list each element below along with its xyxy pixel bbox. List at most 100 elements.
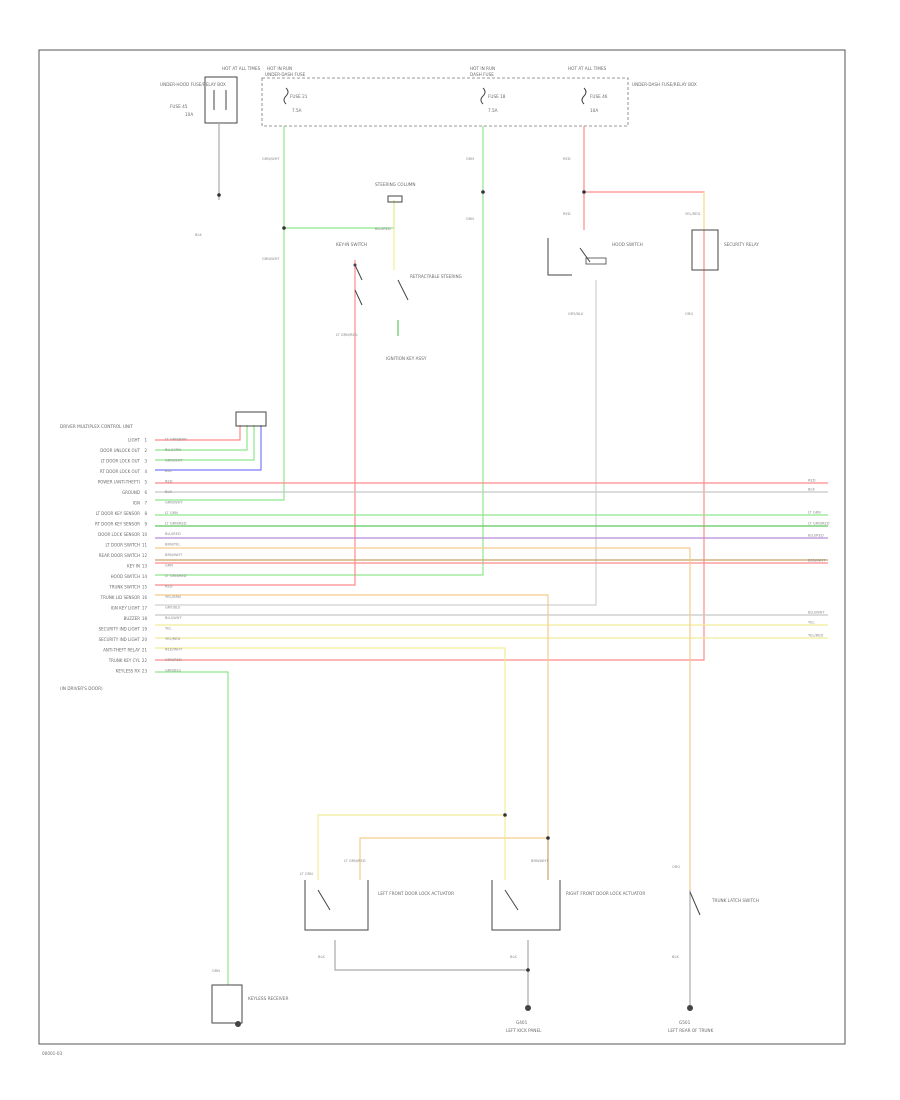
keyless-receiver: KEYLESS RECEIVER — [211, 984, 288, 1024]
fuse-block-4-fuse: FUSE 46 — [590, 94, 608, 99]
pin-number-4: 4 — [144, 469, 147, 474]
pin-number-20: 20 — [142, 637, 148, 642]
wire-steer-grn — [284, 200, 395, 229]
pin-name-7: IGN — [133, 501, 140, 506]
pin-wire-10: BLU/RED — [165, 532, 181, 536]
wire-label-yel: YEL/RED — [685, 212, 700, 216]
fuse-block-3-title: HOT IN RUN — [470, 66, 495, 71]
fuse-symbol-46 — [581, 87, 587, 105]
wire-label-ltgrn: LT GRN/RED — [336, 333, 358, 337]
pin-name-13: KEY IN — [127, 564, 140, 569]
pin-wire-15: RED — [165, 585, 173, 589]
pin-number-16: 16 — [142, 595, 148, 600]
module-connector — [235, 411, 267, 427]
wire-pin3 — [155, 425, 255, 461]
pin-number-15: 15 — [142, 585, 148, 590]
wire-label-ltgrn2: LT GRN — [300, 872, 313, 876]
wire-labels: GRN/WHT GRN/WHT GRN GRN RED RED YEL/RED … — [195, 157, 700, 973]
figure-id: 00001-03 — [42, 1051, 62, 1056]
pin-number-17: 17 — [142, 606, 148, 611]
keyless-receiver-box — [211, 984, 243, 1024]
ground-g401-note: LEFT KICK PANEL — [506, 1028, 542, 1033]
pin-name-23: KEYLESS RX — [116, 669, 140, 674]
steering-column: STEERING COLUMN RETRACTABLE STEERING IGN… — [375, 182, 462, 361]
fuse-block-2-title: HOT IN RUN — [267, 66, 292, 71]
right-edge-label-1: BLK — [808, 488, 815, 492]
pin-name-22: TRUNK KEY CYL — [108, 658, 141, 663]
fuse-block-1: HOT AT ALL TIMES UNDER-HOOD FUSE/RELAY B… — [160, 66, 261, 124]
wire-label-grn-top: GRN/WHT — [262, 157, 280, 161]
pin-name-5: POWER (ANTI-THEFT) — [98, 480, 141, 485]
fuse-symbol-21 — [283, 87, 289, 105]
pin-number-9: 9 — [144, 522, 147, 527]
wire-keyless-grn — [155, 671, 229, 985]
steering-connector — [387, 195, 403, 203]
right-edge-label-6: BLU/WHT — [808, 611, 825, 615]
right-edge-label-8: YEL/RED — [808, 634, 823, 638]
pin-name-10: DOOR LOCK SENSOR — [98, 532, 140, 537]
pin-wire-2: BLU/GRN — [165, 448, 181, 452]
security-relay-label: SECURITY RELAY — [724, 242, 759, 247]
wire-ign-grn — [155, 126, 285, 501]
ground-g401: G401 LEFT KICK PANEL — [506, 1005, 542, 1033]
hood-switch-label: HOOD SWITCH — [612, 242, 643, 247]
pin-wire-12: BRN/WHT — [165, 553, 183, 557]
pin-name-12: REAR DOOR SWITCH — [99, 553, 140, 558]
right-edge-label-0: RED — [808, 479, 816, 483]
pin-wire-8: LT GRN — [165, 511, 178, 515]
wire-keyin-red — [155, 260, 356, 586]
pin-name-6: GROUND — [122, 490, 140, 495]
fuse-bus-box — [261, 77, 629, 127]
pin-name-4: RT DOOR LOCK OUT — [100, 469, 141, 474]
wire-label-grn3: GRN — [466, 217, 474, 221]
pin-wire-16: YEL/GRN — [165, 595, 181, 599]
right-edge-label-2: LT GRN — [808, 511, 821, 515]
wire-label-red-top: RED — [563, 157, 571, 161]
pin-wire-6: BLK — [165, 490, 172, 494]
wire-label-blk-bot2: BLK — [510, 955, 517, 959]
fuse-block-2-name: UNDER-DASH FUSE — [265, 72, 306, 77]
fuse-block-1-box — [204, 76, 238, 124]
pin-number-2: 2 — [144, 448, 147, 453]
wire-label-grn2: GRN — [466, 157, 474, 161]
key-in-switch: KEY-IN SWITCH — [336, 242, 367, 306]
ground-g401-label: G401 — [516, 1020, 528, 1025]
trunk-switch: TRUNK LATCH SWITCH — [689, 891, 759, 916]
pin-number-10: 10 — [142, 532, 148, 537]
steering-column-title: STEERING COLUMN — [375, 182, 416, 187]
wire-layer — [155, 123, 828, 1005]
pin-wire-21: RED/WHT — [165, 648, 183, 652]
fuse-block-1-name: UNDER-HOOD FUSE/RELAY BOX — [160, 82, 226, 87]
pin-number-11: 11 — [142, 543, 148, 548]
steering-note: IGNITION KEY ASSY — [386, 356, 427, 361]
wire-pin2 — [155, 425, 248, 451]
hood-switch-bracket — [547, 238, 572, 276]
hood-switch: HOOD SWITCH — [547, 238, 643, 276]
pin-name-15: TRUNK SWITCH — [108, 585, 140, 590]
pin-wire-9: LT GRN/RED — [165, 522, 187, 526]
wire-label-ltgrn3: LT GRN/RED — [344, 859, 366, 863]
pin-number-12: 12 — [142, 553, 148, 558]
fuse-block-4-title: HOT AT ALL TIMES — [568, 66, 607, 71]
wire-trunk-org — [155, 547, 691, 890]
pin-wire-3: GRN/WHT — [165, 459, 183, 463]
pin-wire-18: BLU/WHT — [165, 616, 182, 620]
pin-number-19: 19 — [142, 627, 148, 632]
pin-name-3: LT DOOR LOCK OUT — [101, 459, 141, 464]
pin-wire-5: RED — [165, 480, 173, 484]
wire-ldoor-yel — [155, 647, 506, 880]
right-door-actuator-label: RIGHT FRONT DOOR LOCK ACTUATOR — [566, 891, 645, 896]
wire-label-grn-keyless: GRN — [212, 969, 220, 973]
pin-name-9: RT DOOR KEY SENSOR — [95, 522, 140, 527]
fuse-block-3-amp: 7.5A — [488, 108, 498, 113]
wire-label-gry: GRY/BLU — [568, 312, 584, 316]
pin-name-17: IGN KEY LIGHT — [111, 606, 141, 611]
pin-wire-19: YEL — [165, 627, 171, 631]
pin-wire-14: LT GRN/RED — [165, 574, 187, 578]
pin-wire-23: GRN/BLU — [165, 669, 181, 673]
pin-wire-20: YEL/RED — [165, 637, 180, 641]
wire-label-blu: BLU/RED — [375, 227, 391, 231]
pin-name-20: SECURITY IND LIGHT — [99, 637, 141, 642]
